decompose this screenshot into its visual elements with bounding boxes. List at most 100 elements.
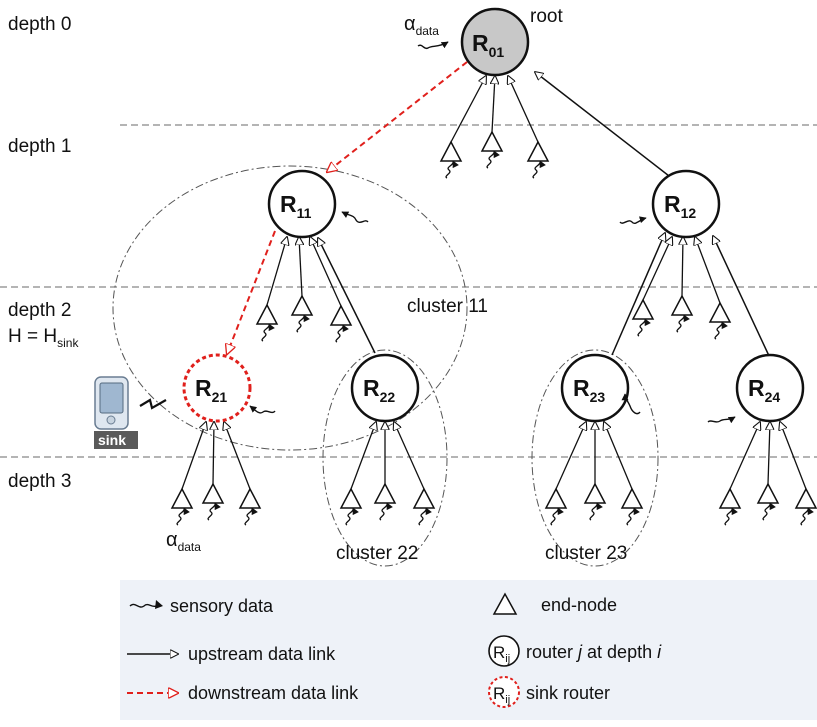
- cluster-22-label: cluster 22: [336, 543, 418, 564]
- upstream-link: [729, 422, 760, 490]
- router-r23: R23: [560, 353, 630, 423]
- sensory-squiggle: [244, 507, 258, 526]
- end-node-triangle: [583, 482, 607, 504]
- upstream-link: [492, 76, 495, 133]
- end-node: [780, 422, 817, 526]
- sensory-squiggle: [379, 502, 393, 521]
- upstream-link: [350, 422, 376, 490]
- legend-upstream-label: upstream data link: [188, 644, 336, 664]
- depth-3-label: depth 3: [8, 471, 71, 492]
- end-node: [290, 237, 314, 333]
- router-r21-sink: R21: [182, 353, 252, 423]
- router-r24: R24: [735, 353, 805, 423]
- end-node: [718, 422, 760, 526]
- end-node: [756, 422, 780, 521]
- svg-text:R01: R01: [472, 30, 504, 60]
- upstream-link: [394, 422, 425, 490]
- root-label: root: [530, 6, 563, 27]
- upstream-link: [508, 76, 539, 143]
- depth-2-h-sink-label: H = Hsink: [8, 326, 79, 350]
- depth-2-label: depth 2: [8, 300, 71, 321]
- router-r22: R22: [350, 353, 420, 423]
- end-node-triangle: [544, 487, 568, 509]
- upstream-link: [780, 422, 807, 490]
- sink-device: sink: [94, 376, 167, 449]
- svg-text:R23: R23: [573, 375, 605, 405]
- end-node-triangle: [255, 303, 279, 325]
- end-node-triangle: [526, 140, 550, 162]
- end-node: [373, 422, 397, 521]
- svg-text:R11: R11: [280, 191, 312, 221]
- end-node-triangle: [329, 304, 353, 326]
- end-node-triangle: [412, 487, 436, 509]
- legend-router-label: router j at depth i: [526, 642, 662, 662]
- cluster-11-boundary: [112, 165, 468, 451]
- sensory-squiggle: [296, 314, 310, 333]
- upstream-link: [299, 237, 302, 297]
- sensory-squiggle: [707, 416, 736, 424]
- end-node: [310, 237, 353, 343]
- alpha-data-squiggle-top: [417, 41, 449, 50]
- sensory-squiggle: [486, 150, 500, 169]
- sensory-squiggle: [619, 216, 647, 225]
- end-node: [201, 422, 225, 521]
- svg-text:R21: R21: [195, 375, 227, 405]
- sensory-squiggle: [176, 507, 190, 526]
- alpha-data-label-bottom: αdata: [166, 529, 201, 554]
- sink-label: sink: [98, 432, 126, 448]
- end-nodes-group: [170, 76, 817, 526]
- end-node: [339, 422, 376, 526]
- end-node: [583, 422, 607, 521]
- svg-text:R24: R24: [748, 375, 780, 405]
- end-node: [670, 237, 694, 333]
- upstream-link: [224, 422, 251, 490]
- end-node-triangle: [170, 487, 194, 509]
- end-node: [631, 237, 672, 337]
- router-r11: R11: [267, 169, 337, 239]
- legend-end-node-icon: [492, 592, 518, 615]
- sensory-squiggle: [800, 507, 814, 526]
- legend-router-icon-label: Rij: [493, 643, 510, 665]
- upstream-link: [310, 237, 342, 307]
- cluster-22-boundary: [322, 349, 448, 567]
- router-r01: R01: [460, 7, 530, 77]
- legend-sink-router-icon: [488, 676, 520, 708]
- sensory-squiggle: [345, 507, 359, 526]
- sensory-squiggle: [621, 393, 641, 415]
- end-node: [394, 422, 436, 526]
- end-node: [604, 422, 644, 526]
- upstream-link: [604, 422, 633, 490]
- depth-1-label: depth 1: [8, 136, 71, 157]
- sensory-squiggle: [261, 323, 275, 342]
- upstream-link: [768, 422, 770, 485]
- legend-sink-router-icon-label: Rij: [493, 684, 510, 706]
- legend-box: [120, 580, 817, 720]
- end-node: [224, 422, 262, 526]
- upstream-link: [713, 236, 771, 359]
- upstream-link: [642, 237, 672, 301]
- cluster-11-label: cluster 11: [407, 296, 488, 317]
- upstream-link: [450, 76, 486, 143]
- end-node: [508, 76, 550, 179]
- legend: sensory data upstream data link downstre…: [120, 580, 817, 720]
- sensory-squiggle: [532, 160, 546, 179]
- downstream-link: [227, 230, 276, 354]
- sensory-squiggle: [335, 324, 349, 343]
- end-node-triangle: [708, 301, 732, 323]
- end-node-triangle: [670, 294, 694, 316]
- upstream-link: [695, 237, 721, 304]
- legend-sensory-icon: [129, 600, 163, 609]
- end-node-triangle: [439, 140, 463, 162]
- end-node: [170, 422, 206, 526]
- sensory-squiggle: [589, 502, 603, 521]
- end-node-triangle: [238, 487, 262, 509]
- legend-sink-router-label: sink router: [526, 683, 610, 703]
- end-node-triangle: [794, 487, 817, 509]
- sensory-squiggle: [626, 507, 640, 526]
- upstream-link: [611, 233, 665, 356]
- end-node: [439, 76, 486, 179]
- upstream-link: [213, 422, 214, 485]
- upstream-link: [318, 238, 376, 354]
